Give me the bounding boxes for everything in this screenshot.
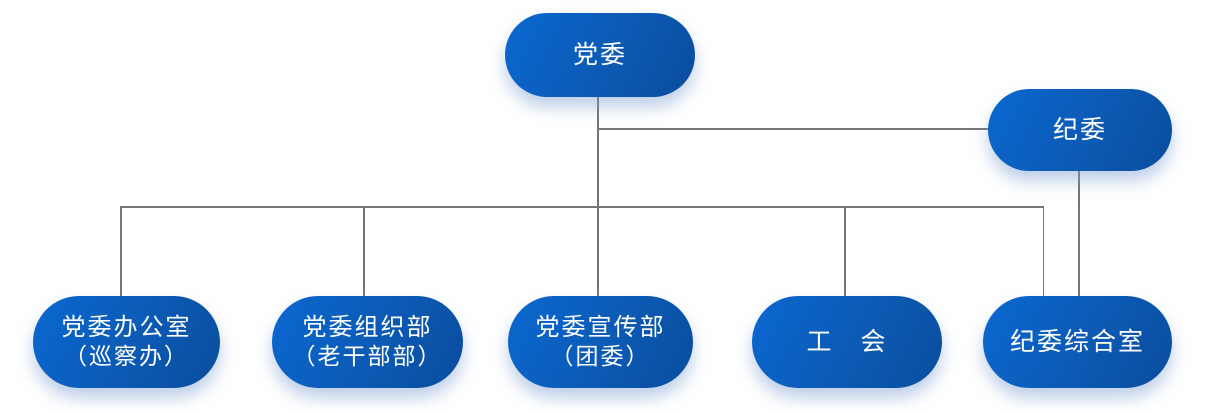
connector-jiwei-to-jiwei-office <box>1078 171 1080 296</box>
node-party-office-label-line2: （巡察办） <box>64 343 189 370</box>
connector-drop-organization <box>363 206 365 296</box>
node-party-office: 党委办公室 （巡察办） <box>33 296 220 388</box>
node-organization-dept-label-line2: （老干部部） <box>292 343 443 370</box>
node-discipline-office-label: 纪委综合室 <box>1009 327 1145 356</box>
connector-drop-union <box>844 206 846 296</box>
node-propaganda-dept-label-line1: 党委宣传部 <box>535 312 666 341</box>
connector-bus <box>120 206 1044 208</box>
node-propaganda-dept-label-line2: （团委） <box>550 343 651 370</box>
node-organization-dept: 党委组织部 （老干部部） <box>272 296 463 388</box>
connector-dangwei-to-jiwei <box>598 128 988 130</box>
node-party-committee: 党委 <box>505 13 695 97</box>
connector-drop-office <box>120 206 122 296</box>
node-discipline-committee: 纪委 <box>988 89 1172 171</box>
node-party-office-label-line1: 党委办公室 <box>61 312 192 341</box>
node-labor-union: 工 会 <box>752 296 942 388</box>
node-discipline-office: 纪委综合室 <box>983 296 1172 388</box>
connector-dangwei-vertical <box>597 97 599 296</box>
node-labor-union-label: 工 会 <box>806 327 888 356</box>
node-party-committee-label: 党委 <box>572 40 627 69</box>
connector-drop-jiwei-office <box>1042 206 1044 296</box>
node-propaganda-dept: 党委宣传部 （团委） <box>508 296 693 388</box>
node-discipline-committee-label: 纪委 <box>1052 115 1107 144</box>
node-organization-dept-label-line1: 党委组织部 <box>302 312 433 341</box>
